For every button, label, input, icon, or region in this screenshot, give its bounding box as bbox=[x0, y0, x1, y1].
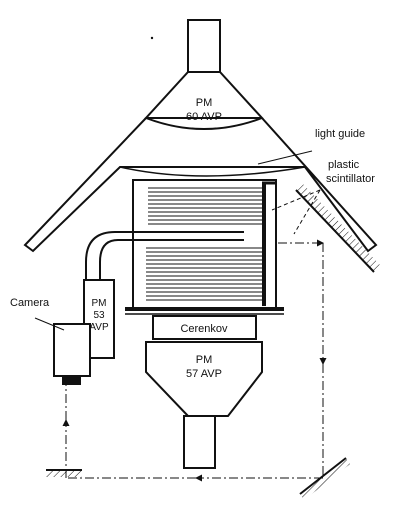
pm-bottom-tube bbox=[145, 341, 263, 469]
light-guide bbox=[23, 117, 378, 253]
light-guide-leader bbox=[257, 150, 313, 165]
camera-body bbox=[53, 323, 91, 385]
light-guide-label: light guide bbox=[315, 128, 365, 140]
mirror-bottom-left bbox=[46, 469, 82, 477]
cerenkov-label: Cerenkov bbox=[180, 323, 228, 335]
plastic-label-line1: plastic bbox=[328, 159, 360, 171]
plastic-label-line2: scintillator bbox=[326, 173, 375, 185]
cerenkov-block bbox=[152, 315, 257, 340]
pm-side-label-line1: PM bbox=[92, 298, 107, 309]
pm-top-label-line1: PM bbox=[196, 97, 213, 109]
camera-leader bbox=[34, 317, 65, 331]
pm-top-label-line2: 60 AVP bbox=[186, 111, 222, 123]
scintillator-plates-lower bbox=[146, 247, 262, 301]
pm-side-label-line2: 53 bbox=[93, 310, 105, 321]
labels: PM 60 AVP light guide plastic scintillat… bbox=[10, 97, 375, 380]
pm-side-label-line3: AVP bbox=[89, 322, 109, 333]
plastic-leader-1 bbox=[271, 189, 321, 211]
speck bbox=[150, 36, 154, 40]
pm-bottom-label-line1: PM bbox=[196, 354, 213, 366]
camera-label: Camera bbox=[10, 297, 50, 309]
plastic-leader-2 bbox=[293, 189, 321, 235]
plastic-scintillator-element bbox=[262, 181, 276, 306]
scintillator-plates-upper bbox=[148, 187, 262, 225]
fibre-bundle bbox=[85, 231, 244, 280]
pm-bottom-label-line2: 57 AVP bbox=[186, 368, 222, 380]
scintillator-housing bbox=[125, 179, 284, 315]
mirror-bottom-right bbox=[299, 457, 350, 500]
mirror-right-upper bbox=[295, 184, 381, 273]
leader-lines bbox=[34, 150, 321, 331]
optical-path bbox=[62, 239, 327, 482]
